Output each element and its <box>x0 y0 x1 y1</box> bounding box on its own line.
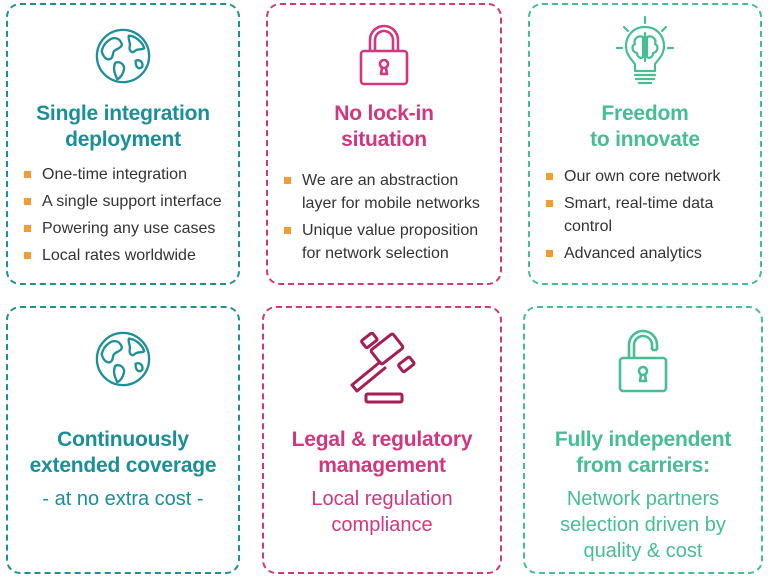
card-no-lock-in: No lock-in situation We are an abstracti… <box>266 3 502 285</box>
card-fully-independent: Fully independent from carriers: Network… <box>523 306 763 574</box>
card-title-line: Continuously <box>57 428 189 451</box>
globe-icon <box>95 28 151 84</box>
list-item: Unique value proposition for network sel… <box>282 219 494 265</box>
list-item: One-time integration <box>22 163 232 186</box>
list-item: Local rates worldwide <box>22 244 232 267</box>
list-item: Powering any use cases <box>22 217 232 240</box>
card-subtitle-line: compliance <box>331 514 433 536</box>
list-item: Our own core network <box>544 165 754 188</box>
list-item: Advanced analytics <box>544 242 754 265</box>
list-item: Smart, real-time data control <box>544 192 754 238</box>
card-title-line: situation <box>341 128 427 151</box>
gavel-icon <box>350 332 416 404</box>
feature-list: Our own core network Smart, real-time da… <box>544 165 754 269</box>
feature-list: One-time integration A single support in… <box>22 163 232 271</box>
padlock-open-icon <box>618 329 668 393</box>
card-title-line: No lock-in <box>334 102 434 125</box>
card-title-line: Fully independent <box>554 428 732 451</box>
card-title-line: Freedom <box>601 102 689 125</box>
globe-icon <box>95 331 151 387</box>
card-freedom-to-innovate: Freedom to innovate Our own core network… <box>528 3 762 285</box>
feature-list: We are an abstraction layer for mobile n… <box>282 169 494 269</box>
card-single-integration: Single integration deployment One-time i… <box>6 3 240 285</box>
card-title-line: Single integration <box>36 102 210 125</box>
padlock-locked-icon <box>359 24 409 86</box>
card-subtitle-line: quality & cost <box>583 540 703 562</box>
list-item: We are an abstraction layer for mobile n… <box>282 169 494 215</box>
card-title-line: to innovate <box>590 128 700 151</box>
list-item: A single support interface <box>22 190 232 213</box>
card-title-line: management <box>318 454 446 477</box>
lightbulb-brain-icon <box>615 15 675 85</box>
card-legal-regulatory: Legal & regulatory management Local regu… <box>262 306 502 574</box>
card-subtitle-line: selection driven by <box>560 514 726 536</box>
card-title-line: from carriers: <box>576 454 710 477</box>
card-subtitle-line: Local regulation <box>311 488 453 510</box>
card-subtitle-line: Network partners <box>566 488 720 510</box>
card-title-line: deployment <box>65 128 181 151</box>
card-subtitle-line: - at no extra cost - <box>42 488 204 510</box>
card-extended-coverage: Continuously extended coverage - at no e… <box>6 306 240 574</box>
card-title-line: Legal & regulatory <box>291 428 473 451</box>
card-title-line: extended coverage <box>29 454 217 477</box>
